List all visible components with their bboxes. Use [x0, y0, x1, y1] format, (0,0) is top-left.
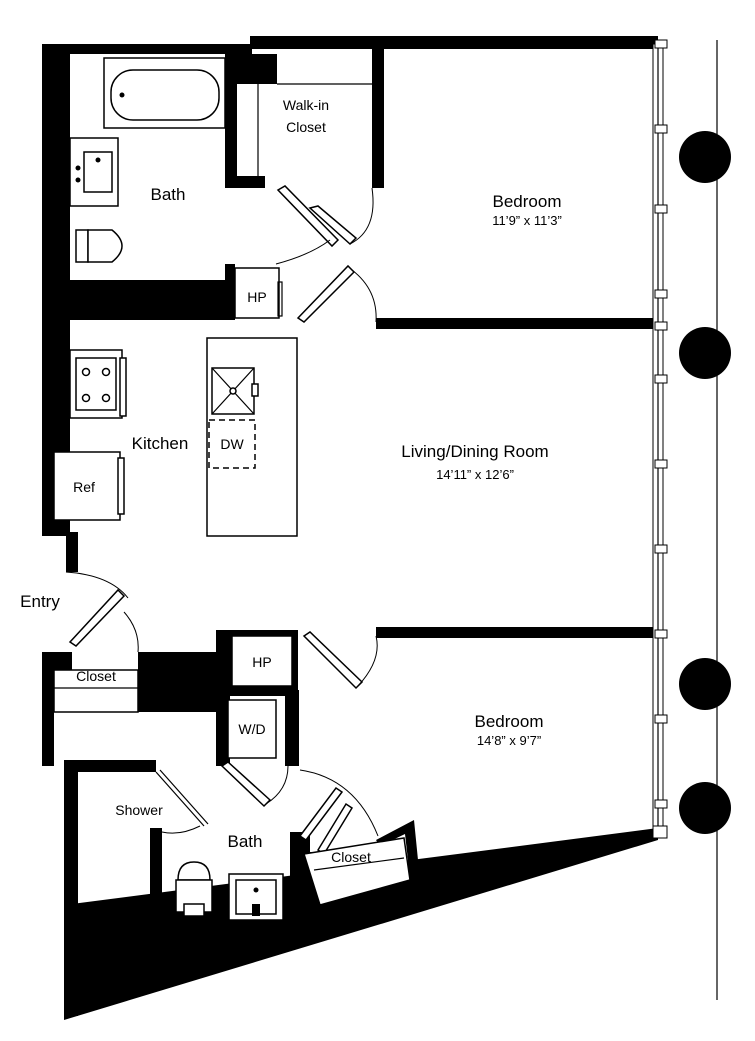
bath-lower-label: Bath: [228, 832, 263, 851]
closet-entry-label: Closet: [76, 668, 116, 684]
shower: [155, 769, 209, 834]
closet-bedroom2-label: Closet: [331, 849, 371, 865]
bedroom-1-dims: 11’9” x 11’3”: [492, 213, 562, 228]
columns: [679, 131, 731, 834]
kitchen-label: Kitchen: [132, 434, 189, 453]
labels: Walk-in Closet Bath Bedroom 11’9” x 11’3…: [20, 97, 562, 865]
doors-lower: [220, 631, 379, 856]
hp-lower-label: HP: [252, 654, 271, 670]
bedroom-1-label: Bedroom: [493, 192, 562, 211]
bathtub-icon: [103, 57, 226, 129]
column-icon: [679, 327, 731, 379]
column-icon: [679, 658, 731, 710]
bedroom-2-dims: 14’8” x 9’7”: [477, 733, 541, 748]
ref-label: Ref: [73, 479, 95, 495]
toilet-icon: [175, 861, 213, 917]
walkin-closet-label-2: Closet: [286, 119, 326, 135]
bedroom2-closet: [303, 837, 411, 906]
sink-icon: [228, 873, 284, 921]
living-dims: 14’11” x 12’6”: [436, 467, 514, 482]
bedroom-2-label: Bedroom: [475, 712, 544, 731]
column-icon: [679, 131, 731, 183]
dw-label: DW: [220, 436, 244, 452]
wd-label: W/D: [238, 721, 265, 737]
living-label: Living/Dining Room: [401, 442, 548, 461]
hp-lower: [231, 630, 293, 687]
column-icon: [679, 782, 731, 834]
kitchen-island: [206, 337, 298, 537]
refrigerator: [53, 451, 125, 521]
walkin-closet-lines: [257, 54, 372, 176]
entry-label: Entry: [20, 592, 60, 611]
hp-upper-label: HP: [247, 289, 266, 305]
shower-label: Shower: [115, 802, 163, 818]
entry-door: [65, 571, 139, 653]
walls: [42, 36, 658, 1020]
walkin-closet-label-1: Walk-in: [283, 97, 329, 113]
sink-icon: [69, 137, 119, 207]
entry-closet: [53, 669, 139, 713]
washer-dryer: [227, 699, 277, 759]
bath-upper-label: Bath: [151, 185, 186, 204]
cooktop-icon: [69, 349, 127, 419]
hp-upper: [234, 267, 283, 319]
doors-upper: [275, 185, 377, 323]
toilet-icon: [75, 229, 123, 263]
window-wall: [652, 39, 718, 1000]
